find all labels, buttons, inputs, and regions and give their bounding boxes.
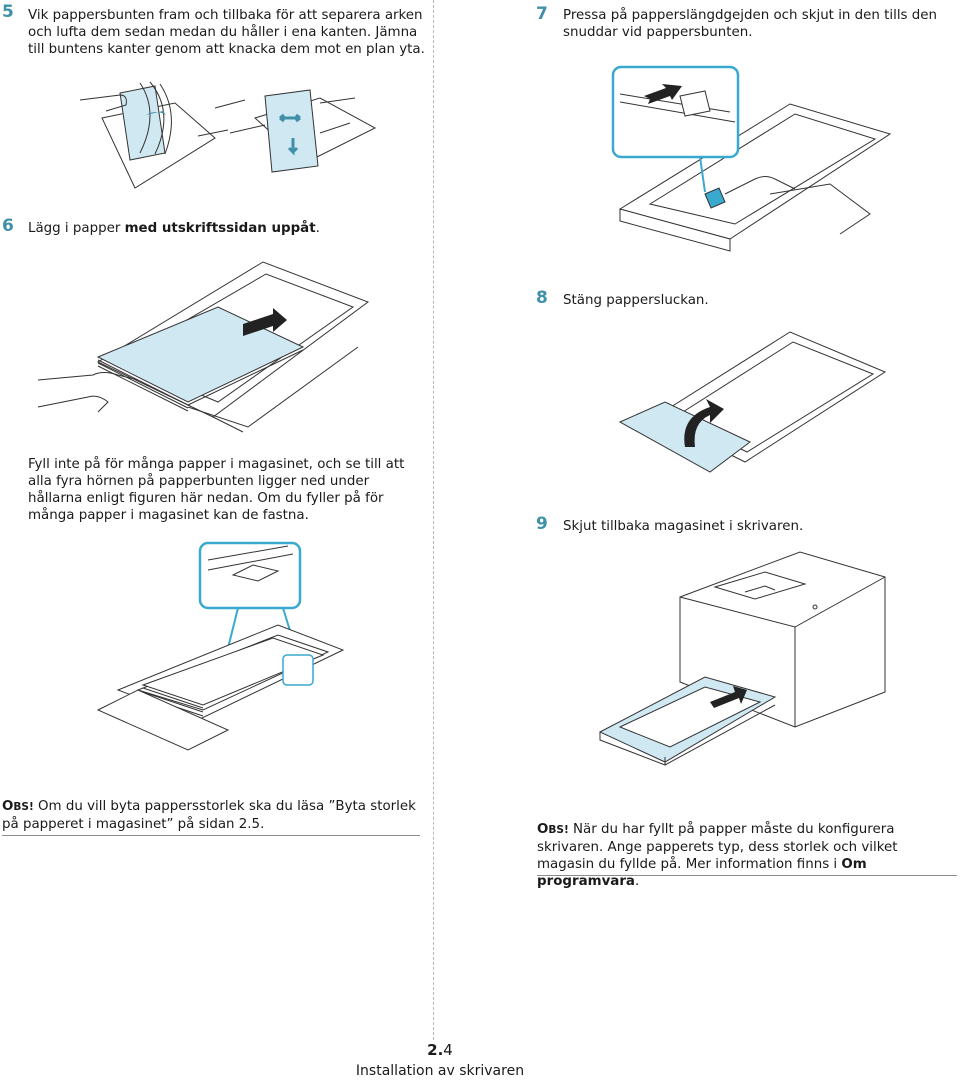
step-6-text-bold: med utskriftssidan uppåt [124, 221, 316, 236]
note-right: OBS! När du har fyllt på papper måste du… [537, 821, 957, 890]
note-right-link: Om programvara [537, 857, 867, 889]
step-number-9: 9 [536, 514, 548, 534]
footer-title: Installation av skrivaren [355, 1063, 525, 1079]
close-cover-illustration [618, 331, 887, 473]
insert-tray-illustration [598, 551, 886, 766]
step-5-text: Vik pappersbunten fram och tillbaka för … [28, 8, 425, 57]
note-right-text-a: När du har fyllt på papper måste du konf… [537, 822, 898, 872]
step-number-7: 7 [536, 4, 548, 24]
overfill-paragraph: Fyll inte på för många papper i magasine… [28, 457, 405, 523]
step-8-text: Stäng pappersluckan. [563, 293, 709, 308]
note-left-rule [2, 835, 420, 836]
load-paper-illustration [37, 261, 370, 433]
note-right-rule [537, 875, 957, 876]
slide-guide-illustration [611, 65, 892, 252]
note-left-text: Om du vill byta pappersstorlek ska du lä… [2, 799, 416, 832]
note-right-label-o: O [537, 822, 549, 837]
step-6-text: Lägg i papper med utskriftssidan uppåt. [28, 220, 428, 237]
step-6-text-c: . [315, 221, 320, 236]
page-number: 2.4 [0, 1041, 880, 1059]
step-6-text-a: Lägg i papper [28, 221, 125, 236]
step-9-text: Skjut tillbaka magasinet i skrivaren. [563, 519, 804, 534]
note-left-label-o: O [2, 799, 14, 814]
step-number-5: 5 [2, 2, 14, 22]
step-number-6: 6 [2, 216, 14, 236]
paper-limit-illustration [96, 541, 345, 751]
note-left-label: OBS! [2, 799, 34, 814]
note-right-text-c: . [634, 874, 640, 889]
note-right-label-rest: BS! [548, 824, 569, 836]
step-7-text: Pressa på papperslängdgejden och skjut i… [563, 8, 938, 40]
fan-paper-illustration [79, 81, 377, 189]
page-num: 4 [443, 1041, 453, 1059]
note-left-label-rest: BS! [13, 801, 34, 813]
column-divider [433, 0, 434, 1040]
step-number-8: 8 [536, 288, 548, 308]
page-chapter: 2. [427, 1041, 444, 1059]
note-left: OBS! Om du vill byta pappersstorlek ska … [2, 798, 420, 833]
note-right-label: OBS! [537, 822, 569, 837]
